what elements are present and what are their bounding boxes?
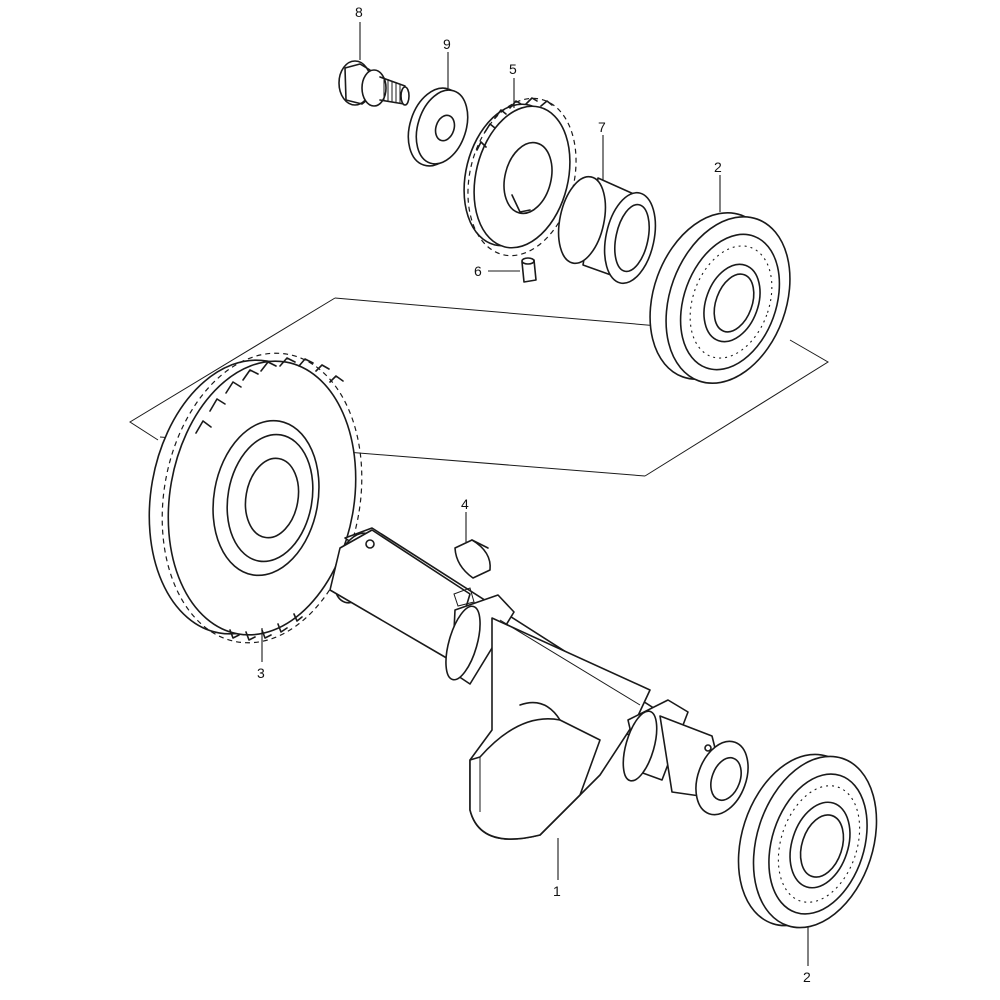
- callout-3: 3: [257, 665, 265, 681]
- flange-bolt-icon: [338, 60, 410, 107]
- callout-1: 1: [553, 883, 561, 899]
- callout-2-bottom: 2: [803, 969, 811, 985]
- driven-gear-icon: [148, 352, 363, 644]
- leader-lines: [261, 22, 809, 966]
- woodruff-key-icon: [454, 539, 491, 579]
- callout-2-top: 2: [714, 159, 722, 175]
- callout-5: 5: [509, 61, 517, 77]
- callout-labels: 8 9 5 7 2 6 4 3 1 2: [257, 4, 811, 985]
- ball-bearing-icon: [737, 753, 878, 929]
- callout-9: 9: [443, 36, 451, 52]
- callout-6: 6: [474, 263, 482, 279]
- dowel-pin-icon: [521, 257, 537, 283]
- callout-4: 4: [461, 496, 469, 512]
- balancer-shaft-icon: [329, 527, 749, 840]
- callout-8: 8: [355, 4, 363, 20]
- drive-gear-icon: [463, 97, 577, 257]
- ball-bearing-icon: [649, 211, 791, 385]
- washer-icon: [407, 87, 469, 167]
- spacer-sleeve-icon: [557, 175, 657, 285]
- callout-7: 7: [598, 119, 606, 135]
